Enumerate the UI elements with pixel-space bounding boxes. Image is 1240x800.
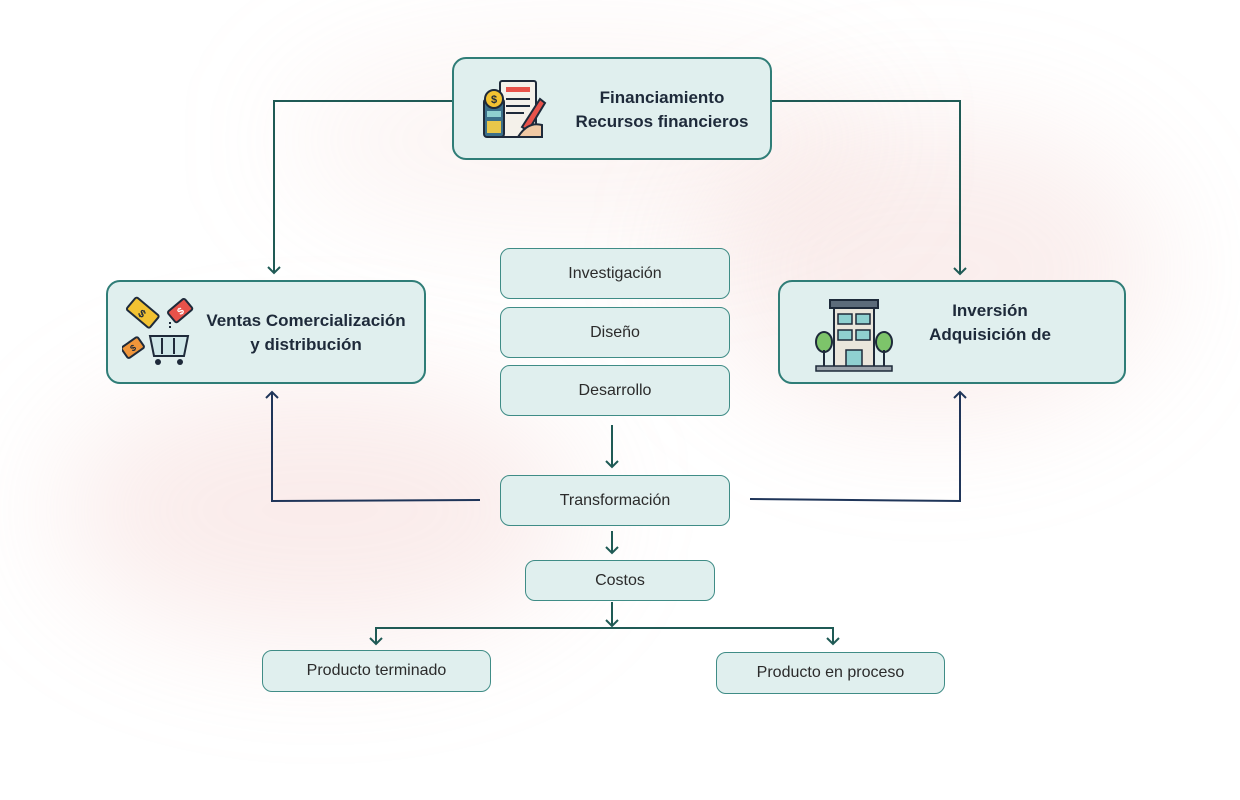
financiamiento-line1: Financiamiento — [599, 88, 725, 107]
node-producto-terminado: Producto terminado — [262, 650, 491, 692]
arrow-financiamiento-to-ventas — [267, 100, 452, 275]
node-investigacion: Investigación — [500, 248, 730, 299]
node-financiamiento: $ Financiamiento Recursos financieros — [452, 57, 772, 160]
arrow-transformacion-to-ventas — [265, 390, 481, 503]
financiamiento-line2: Recursos financieros — [575, 112, 749, 131]
inversion-line1: Inversión — [952, 301, 1028, 320]
node-diseno: Diseño — [500, 307, 730, 358]
svg-text:$: $ — [175, 305, 187, 317]
inversion-line2: Adquisición de — [929, 325, 1051, 344]
ventas-line2: y distribución — [250, 335, 362, 354]
arrow-costos-to-producto-terminado — [369, 627, 612, 646]
node-producto-proceso: Producto en proceso — [716, 652, 945, 694]
arrow-costos-to-producto-proceso — [612, 627, 840, 646]
arrow-financiamiento-to-inversion — [772, 100, 967, 276]
svg-text:$: $ — [491, 94, 497, 106]
node-inversion: Inversión Adquisición de — [778, 280, 1126, 384]
node-costos: Costos — [525, 560, 715, 601]
svg-text:$: $ — [128, 342, 138, 353]
node-transformacion: Transformación — [500, 475, 730, 526]
node-ventas: $ $ $ Ventas Comercialización y distribu… — [106, 280, 426, 384]
arrow-transformacion-to-inversion — [749, 390, 967, 503]
building-icon — [815, 299, 893, 372]
finance-document-icon: $ — [483, 80, 547, 138]
shopping-cart-tags-icon: $ $ $ — [122, 296, 194, 365]
ventas-line1: Ventas Comercialización — [206, 311, 406, 330]
node-desarrollo: Desarrollo — [500, 365, 730, 416]
